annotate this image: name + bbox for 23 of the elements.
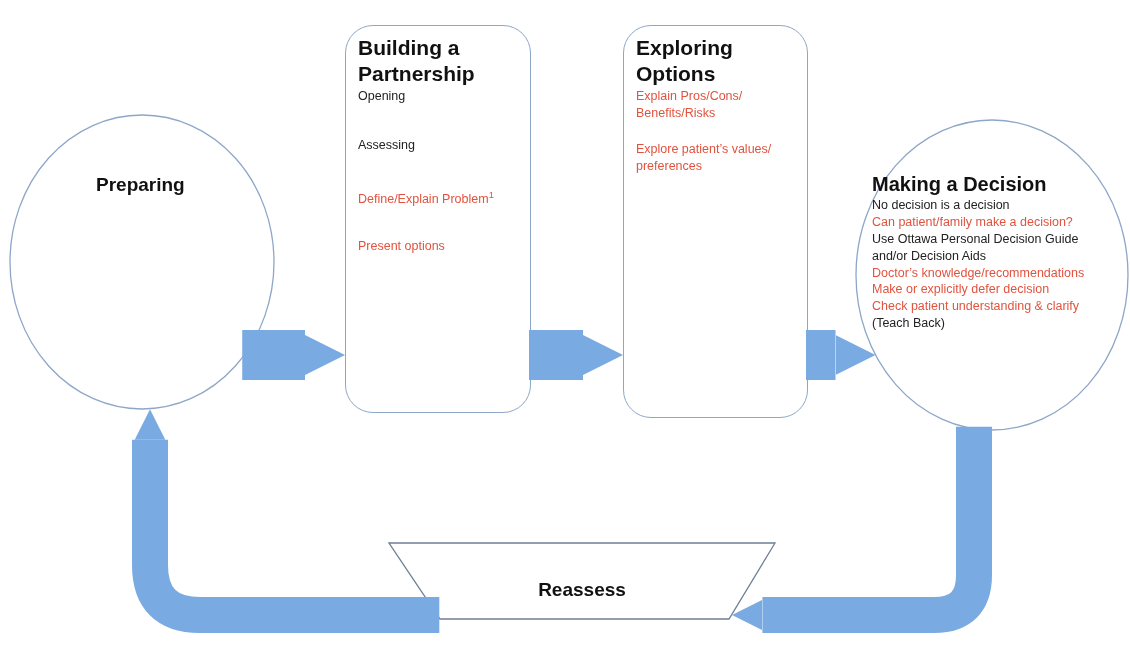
node-item: Present options (358, 238, 446, 255)
node-title: Preparing (96, 173, 186, 197)
node-title: Making a Decision (872, 172, 1048, 197)
node-title: Reassess (538, 578, 626, 602)
block-arrow (731, 426, 992, 633)
node-item: Doctor’s knowledge/recommendations (872, 264, 1086, 282)
node-item: Check patient understanding & clarify (872, 298, 1081, 316)
node-title: Exploring Options (636, 35, 734, 88)
node-item: Explain Pros/Cons/ Benefits/Risks (636, 87, 744, 122)
node-item: (Teach Back) (872, 315, 946, 332)
node-item: Define/Explain Problem$^{1}$ (358, 190, 495, 208)
block-arrow (806, 330, 876, 380)
node-title: Building a Partnership (358, 35, 476, 88)
node-item: Use Ottawa Personal Decision Guide and/or Decision Aids (872, 230, 1080, 265)
block-arrow (242, 330, 345, 380)
node-item: Opening (358, 87, 407, 105)
node-item: Explore patient’s values/ preferences (636, 140, 773, 175)
block-arrow (132, 409, 440, 633)
node-item: Can patient/family make a decision? (872, 213, 1074, 231)
block-arrow (529, 330, 623, 380)
node-item: Assessing (358, 137, 416, 154)
node-item: Make or explicitly defer decision (872, 281, 1051, 299)
node-item: No decision is a decision (872, 197, 1011, 214)
